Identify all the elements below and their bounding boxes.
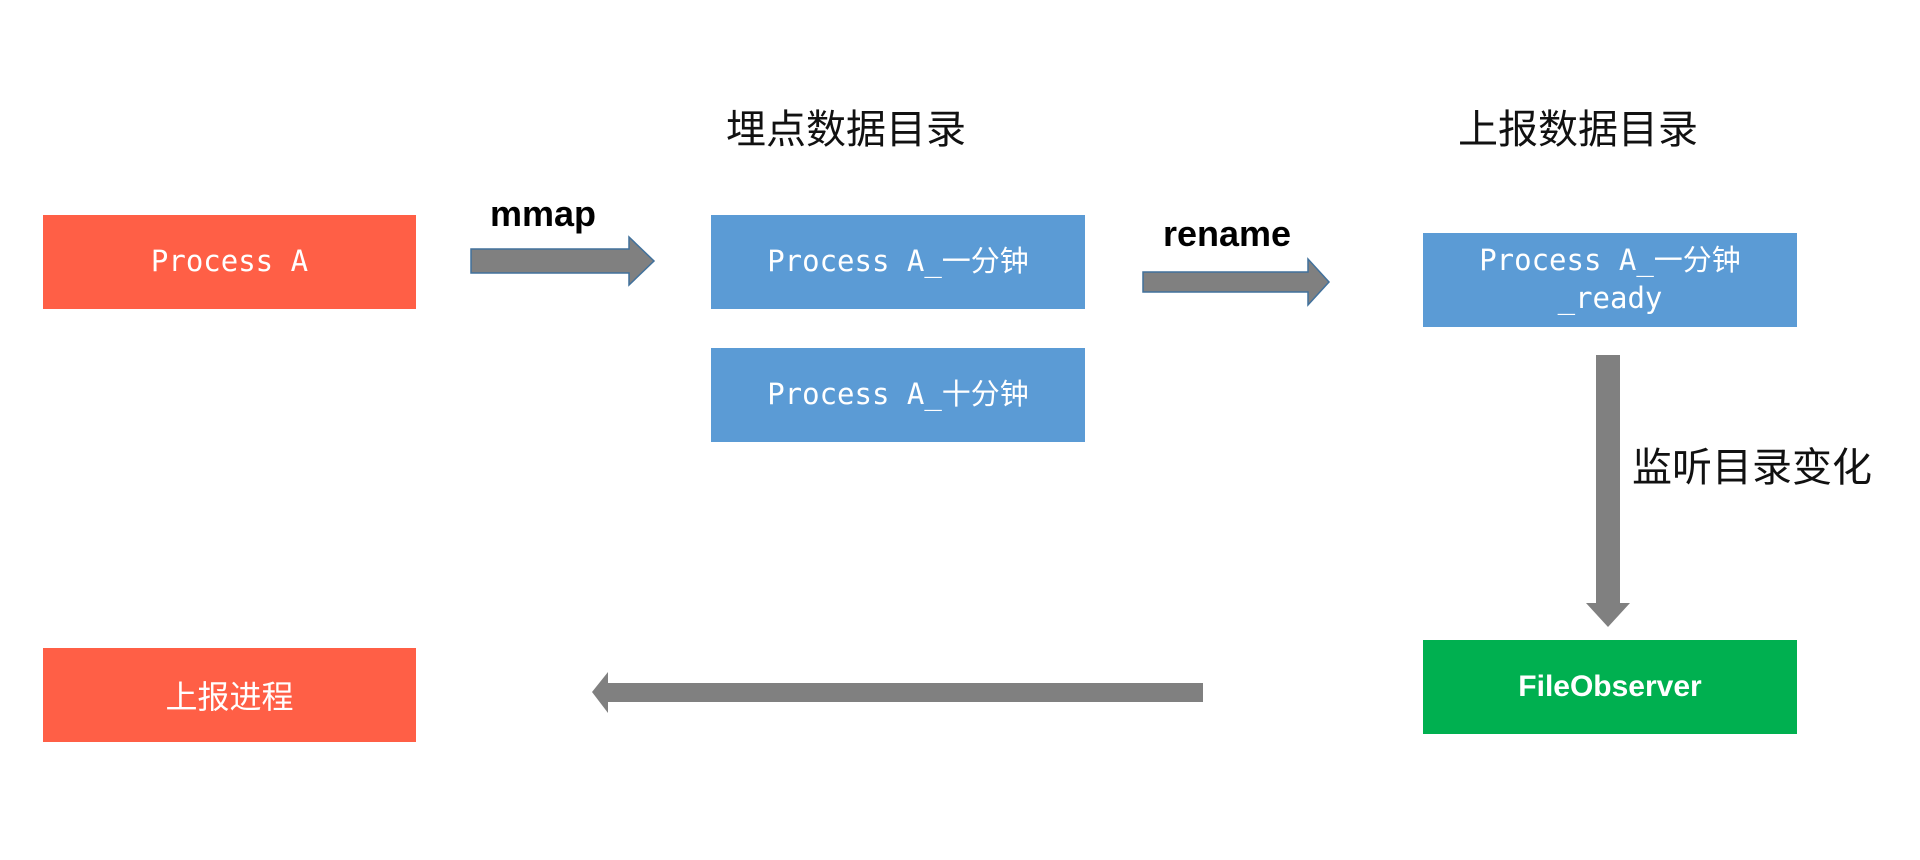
report-process-label: 上报进程 bbox=[165, 678, 294, 716]
ready-file-node: Process A_一分钟 _ready bbox=[1423, 233, 1797, 327]
report-process-node: 上报进程 bbox=[43, 648, 416, 742]
ten-minute-file-label: Process A_十分钟 bbox=[767, 377, 1029, 412]
mmap-label: mmap bbox=[490, 193, 597, 234]
ready-file-label-line2: _ready bbox=[1557, 281, 1663, 315]
process-a-label: Process A bbox=[150, 244, 309, 279]
one-minute-file-label: Process A_一分钟 bbox=[767, 244, 1029, 279]
ten-minute-file-node: Process A_十分钟 bbox=[711, 348, 1085, 442]
report-arrow bbox=[592, 672, 1203, 713]
one-minute-file-node: Process A_一分钟 bbox=[711, 215, 1085, 309]
file-observer-label: FileObserver bbox=[1518, 670, 1702, 703]
buried-data-dir-heading: 埋点数据目录 bbox=[726, 107, 966, 153]
watch-arrow bbox=[1586, 355, 1630, 627]
process-a-node: Process A bbox=[43, 215, 416, 309]
rename-label: rename bbox=[1163, 213, 1292, 254]
rename-arrow bbox=[1142, 257, 1331, 307]
report-data-dir-heading: 上报数据目录 bbox=[1458, 107, 1698, 153]
mmap-arrow bbox=[470, 235, 656, 287]
watch-dir-change-label: 监听目录变化 bbox=[1632, 445, 1872, 491]
ready-file-label-line1: Process A_一分钟 bbox=[1479, 243, 1741, 278]
file-observer-node: FileObserver bbox=[1423, 640, 1797, 734]
